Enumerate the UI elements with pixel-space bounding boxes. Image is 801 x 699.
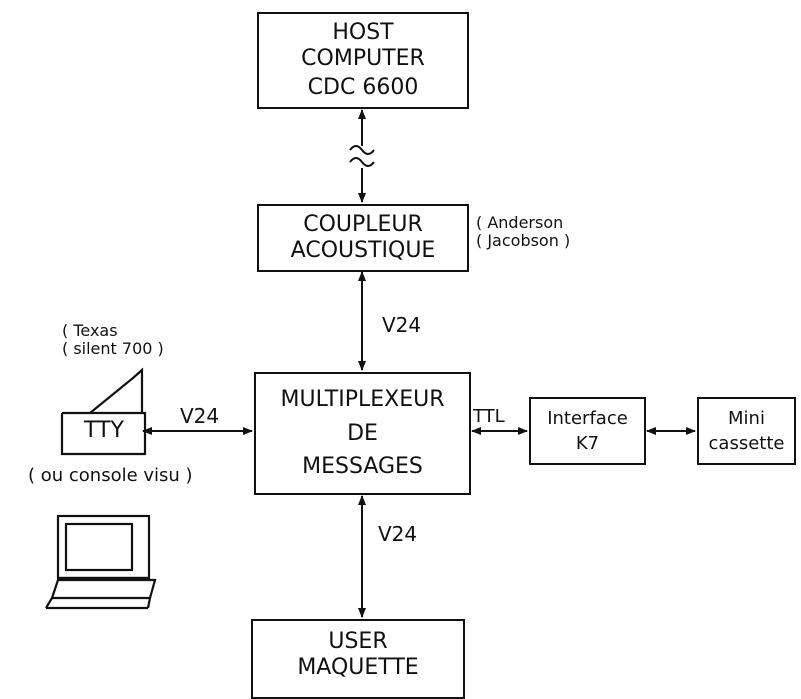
mini-line2: cassette [709, 433, 785, 454]
interface-k7-box: Interface K7 [529, 397, 646, 465]
multiplexeur-box: MULTIPLEXEUR DE MESSAGES [254, 372, 471, 495]
host-line1: HOST [332, 20, 393, 46]
tty-alternative-note: ( ou console visu ) [28, 465, 193, 486]
tty-label: TTY [84, 418, 124, 443]
link-label-coupleur-mux: V24 [382, 313, 421, 337]
coupleur-box: COUPLEUR ACOUSTIQUE [257, 204, 469, 272]
user-line2: MAQUETTE [297, 655, 418, 681]
interface-line2: K7 [576, 433, 599, 454]
coupleur-note1: ( Anderson [476, 214, 570, 232]
mux-line2: DE [347, 421, 378, 447]
user-line1: USER [328, 629, 387, 655]
mux-line1: MULTIPLEXEUR [280, 387, 444, 413]
link-label-mux-interface: TTL [473, 406, 505, 427]
host-line3: CDC 6600 [308, 75, 419, 101]
user-maquette-box: USER MAQUETTE [251, 619, 465, 699]
tty-note2: ( silent 700 ) [62, 340, 164, 358]
line-break-symbol [350, 146, 374, 154]
line-break-symbol-2 [350, 158, 374, 166]
console-terminal-drawing [46, 516, 155, 608]
coupleur-line2: ACOUSTIQUE [291, 238, 436, 264]
coupleur-vendor-note: ( Anderson ( Jacobson ) [476, 214, 570, 251]
tty-model-note: ( Texas ( silent 700 ) [62, 322, 164, 359]
host-line2: COMPUTER [301, 46, 425, 72]
tty-note1: ( Texas [62, 322, 164, 340]
interface-line1: Interface [547, 408, 628, 429]
coupleur-note2: ( Jacobson ) [476, 232, 570, 250]
coupleur-line1: COUPLEUR [303, 212, 423, 238]
mini-cassette-box: Mini cassette [697, 397, 796, 465]
link-label-tty-mux: V24 [180, 404, 219, 428]
link-label-mux-user: V24 [378, 522, 417, 546]
mux-line3: MESSAGES [302, 454, 423, 480]
mini-line1: Mini [728, 408, 765, 429]
host-computer-box: HOST COMPUTER CDC 6600 [257, 12, 469, 109]
